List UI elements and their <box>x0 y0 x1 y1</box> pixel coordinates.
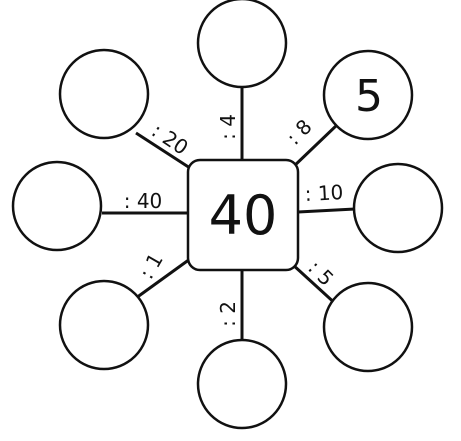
op-label-top: : 4 <box>216 114 240 140</box>
answer-circle-bottom-right[interactable] <box>322 281 414 373</box>
answer-circle-top-right[interactable] <box>322 49 414 141</box>
op-label-left: : 40 <box>124 189 163 213</box>
spoke-top-right <box>290 122 340 170</box>
spoke-top-left <box>135 131 191 170</box>
spoke-right <box>297 207 356 214</box>
answer-top-right: 5 <box>355 71 383 122</box>
center-number: 40 <box>209 184 278 247</box>
answer-circle-bottom[interactable] <box>196 338 288 430</box>
answer-circle-left[interactable] <box>11 160 103 252</box>
answer-circle-right[interactable] <box>352 162 444 254</box>
center-box <box>186 158 300 272</box>
op-label-bottom-right: : 5 <box>303 255 338 290</box>
op-label-top-right: : 8 <box>281 114 316 149</box>
answer-circle-top[interactable] <box>196 0 288 89</box>
answer-circle-top-left[interactable] <box>58 48 150 140</box>
spoke-bottom-right <box>290 262 340 308</box>
op-label-bottom: : 2 <box>216 301 240 327</box>
answer-circle-bottom-left[interactable] <box>58 279 150 371</box>
spoke-bottom-left <box>135 257 191 300</box>
op-label-right: : 10 <box>304 180 344 206</box>
